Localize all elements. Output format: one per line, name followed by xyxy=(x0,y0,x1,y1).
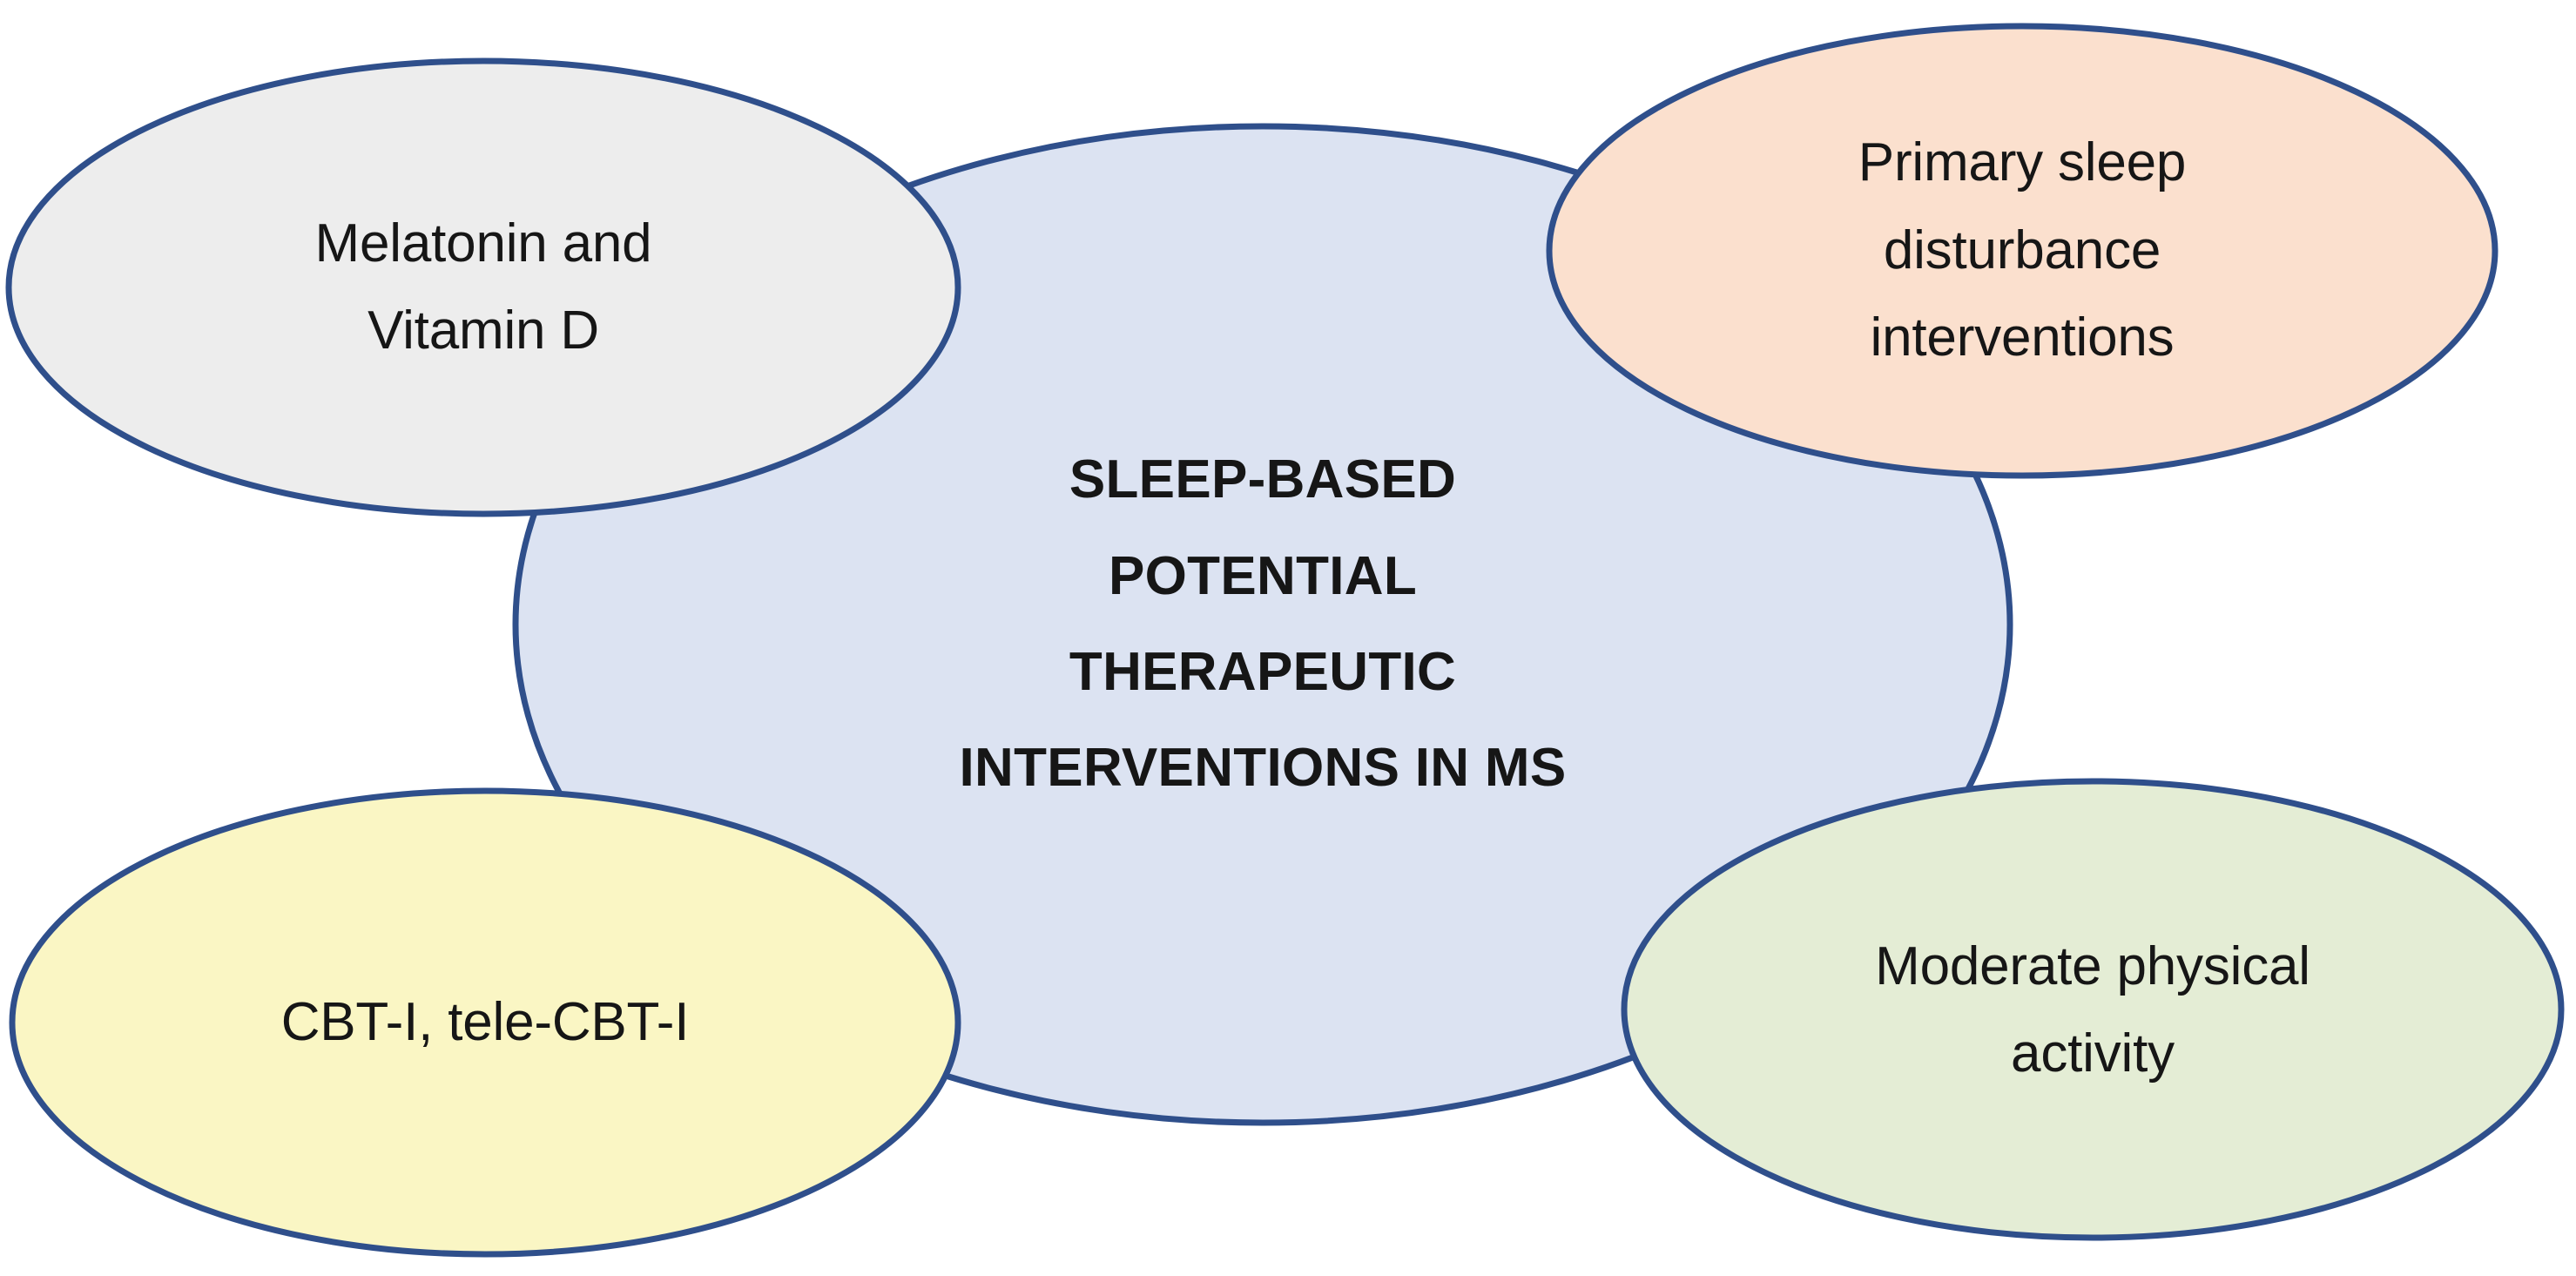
ellipse-shape-melatonin-vitamin-d[interactable] xyxy=(5,57,961,517)
ellipse-shape-moderate-physical-activity[interactable] xyxy=(1621,778,2565,1241)
ellipse-shape-primary-sleep-disturbance-interventions[interactable] xyxy=(1546,23,2498,479)
ellipse-shape-cbt-i-tele-cbt-i[interactable] xyxy=(9,787,961,1258)
